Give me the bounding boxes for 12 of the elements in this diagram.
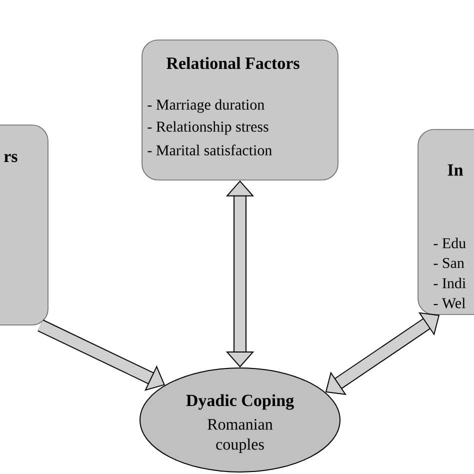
list-item: - Marital satisfaction [148,144,272,156]
node-title: rs [4,154,18,162]
list-item: - Marriage duration [148,99,264,113]
node-title: Dyadic Coping [186,394,294,410]
list-item: - San [434,258,464,268]
node-text: Romanian couples [208,419,273,453]
list-item: - Edu [434,238,466,248]
list-item: - Relationship stress [148,121,268,135]
node-title: Relational Factors [166,57,300,69]
node-title: In [448,164,463,176]
list-item: - Indi [434,278,466,288]
list-item: - Wel [434,298,466,308]
